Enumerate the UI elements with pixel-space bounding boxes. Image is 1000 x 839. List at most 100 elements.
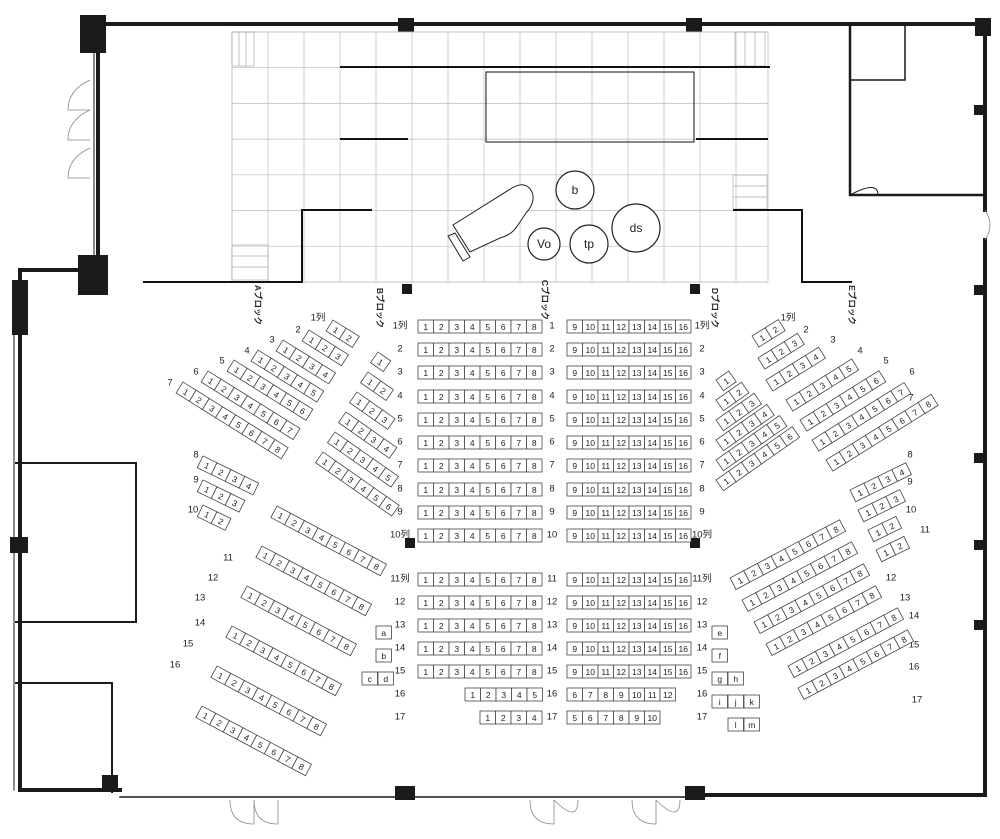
d-block-row2-seat-2[interactable]: 2: [728, 381, 750, 403]
c-right-row14-seat-11[interactable]: 11: [597, 641, 614, 656]
c-left-row14-seat-6[interactable]: 6: [495, 641, 512, 656]
c-left-row10-seat-2[interactable]: 2: [433, 528, 450, 543]
c-left-row7-seat-5[interactable]: 5: [479, 458, 496, 473]
c-right-row13-seat-14[interactable]: 14: [644, 618, 661, 633]
c-right-row11-seat-13[interactable]: 13: [628, 572, 645, 587]
c-left-row6-seat-6[interactable]: 6: [495, 435, 512, 450]
c-right-row17-seat-10[interactable]: 10: [644, 710, 661, 725]
c-left-row5-seat-1[interactable]: 1: [417, 412, 434, 427]
c-right-row2-seat-9[interactable]: 9: [566, 342, 583, 357]
e-block-row13-seat-2[interactable]: 2: [755, 584, 777, 605]
c-left-row7-seat-8[interactable]: 8: [526, 458, 543, 473]
e-block-row17-seat-8[interactable]: 8: [893, 629, 915, 650]
c-right-row5-seat-15[interactable]: 15: [659, 412, 676, 427]
c-right-row17-seat-6[interactable]: 6: [582, 710, 599, 725]
extra-seat-f[interactable]: f: [711, 648, 728, 663]
c-right-row4-seat-16[interactable]: 16: [675, 389, 692, 404]
c-left-row10-seat-1[interactable]: 1: [417, 528, 434, 543]
c-right-row11-seat-11[interactable]: 11: [597, 572, 614, 587]
e-block-row12-seat-8[interactable]: 8: [825, 519, 847, 540]
c-left-row4-seat-6[interactable]: 6: [495, 389, 512, 404]
c-left-row6-seat-3[interactable]: 3: [448, 435, 465, 450]
c-right-row7-seat-10[interactable]: 10: [582, 458, 599, 473]
c-left-row12-seat-8[interactable]: 8: [526, 595, 543, 610]
c-right-row13-seat-16[interactable]: 16: [675, 618, 692, 633]
c-left-row2-seat-6[interactable]: 6: [495, 342, 512, 357]
c-right-row6-seat-11[interactable]: 11: [597, 435, 614, 450]
c-left-row5-seat-3[interactable]: 3: [448, 412, 465, 427]
c-left-row12-seat-1[interactable]: 1: [417, 595, 434, 610]
c-right-row2-seat-15[interactable]: 15: [659, 342, 676, 357]
b-block-row1-seat-1[interactable]: 1: [369, 351, 392, 373]
c-left-row8-seat-7[interactable]: 7: [510, 482, 527, 497]
extra-seat-i[interactable]: i: [711, 694, 728, 709]
c-left-row5-seat-6[interactable]: 6: [495, 412, 512, 427]
c-right-row4-seat-9[interactable]: 9: [566, 389, 583, 404]
c-left-row14-seat-8[interactable]: 8: [526, 641, 543, 656]
c-left-row11-seat-8[interactable]: 8: [526, 572, 543, 587]
e-block-row4-seat-5[interactable]: 5: [838, 358, 860, 379]
c-left-row15-seat-4[interactable]: 4: [464, 664, 481, 679]
c-left-row7-seat-2[interactable]: 2: [433, 458, 450, 473]
b-block-row5-seat-5[interactable]: 5: [377, 467, 400, 488]
c-right-row6-seat-16[interactable]: 16: [675, 435, 692, 450]
c-right-row3-seat-10[interactable]: 10: [582, 365, 599, 380]
c-left-row15-seat-1[interactable]: 1: [417, 664, 434, 679]
c-left-row14-seat-2[interactable]: 2: [433, 641, 450, 656]
a-block-row11-seat-8[interactable]: 8: [366, 556, 388, 577]
e-block-row11-seat-1[interactable]: 1: [875, 542, 897, 563]
c-left-row15-seat-2[interactable]: 2: [433, 664, 450, 679]
c-right-row5-seat-12[interactable]: 12: [613, 412, 630, 427]
b-block-row6-seat-6[interactable]: 6: [378, 495, 400, 517]
b-block-row4-seat-4[interactable]: 4: [376, 438, 398, 459]
c-left-row16-seat-2[interactable]: 2: [480, 687, 497, 702]
c-right-row14-seat-14[interactable]: 14: [644, 641, 661, 656]
c-left-row2-seat-4[interactable]: 4: [464, 342, 481, 357]
c-right-row10-seat-10[interactable]: 10: [582, 528, 599, 543]
c-right-row6-seat-13[interactable]: 13: [628, 435, 645, 450]
c-left-row8-seat-5[interactable]: 5: [479, 482, 496, 497]
a-block-row13-seat-3[interactable]: 3: [267, 600, 289, 620]
a-block-row16-seat-7[interactable]: 7: [277, 749, 299, 769]
c-left-row10-seat-6[interactable]: 6: [495, 528, 512, 543]
c-left-row9-seat-3[interactable]: 3: [448, 505, 465, 520]
e-block-row3-seat-4[interactable]: 4: [804, 346, 827, 367]
c-left-row4-seat-2[interactable]: 2: [433, 389, 450, 404]
c-right-row7-seat-16[interactable]: 16: [675, 458, 692, 473]
c-left-row17-seat-3[interactable]: 3: [510, 710, 527, 725]
c-left-row11-seat-5[interactable]: 5: [479, 572, 496, 587]
c-left-row2-seat-1[interactable]: 1: [417, 342, 434, 357]
c-left-row13-seat-7[interactable]: 7: [510, 618, 527, 633]
c-right-row8-seat-16[interactable]: 16: [675, 482, 692, 497]
c-left-row10-seat-3[interactable]: 3: [448, 528, 465, 543]
c-right-row17-seat-5[interactable]: 5: [566, 710, 583, 725]
c-left-row5-seat-8[interactable]: 8: [526, 412, 543, 427]
c-right-row12-seat-15[interactable]: 15: [659, 595, 676, 610]
c-right-row1-seat-10[interactable]: 10: [582, 319, 599, 334]
c-left-row6-seat-5[interactable]: 5: [479, 435, 496, 450]
c-right-row5-seat-9[interactable]: 9: [566, 412, 583, 427]
e-block-row17-seat-2[interactable]: 2: [811, 672, 833, 693]
c-right-row13-seat-15[interactable]: 15: [659, 618, 676, 633]
e-block-row16-seat-8[interactable]: 8: [883, 607, 905, 628]
extra-seat-h[interactable]: h: [727, 671, 744, 686]
c-right-row9-seat-16[interactable]: 16: [675, 505, 692, 520]
c-right-row15-seat-16[interactable]: 16: [675, 664, 692, 679]
c-left-row3-seat-3[interactable]: 3: [448, 365, 465, 380]
e-block-row14-seat-8[interactable]: 8: [849, 563, 871, 584]
c-left-row12-seat-2[interactable]: 2: [433, 595, 450, 610]
a-block-row13-seat-8[interactable]: 8: [336, 636, 358, 657]
c-right-row7-seat-9[interactable]: 9: [566, 458, 583, 473]
c-right-row2-seat-10[interactable]: 10: [582, 342, 599, 357]
c-left-row3-seat-2[interactable]: 2: [433, 365, 450, 380]
c-right-row16-seat-12[interactable]: 12: [659, 687, 676, 702]
a-block-row15-seat-6[interactable]: 6: [278, 701, 300, 722]
e-block-row15-seat-4[interactable]: 4: [806, 614, 828, 635]
a-block-row15-seat-8[interactable]: 8: [306, 716, 328, 737]
c-right-row1-seat-14[interactable]: 14: [644, 319, 661, 334]
c-right-row16-seat-11[interactable]: 11: [644, 687, 661, 702]
c-left-row8-seat-1[interactable]: 1: [417, 482, 434, 497]
c-right-row17-seat-8[interactable]: 8: [613, 710, 630, 725]
c-left-row12-seat-4[interactable]: 4: [464, 595, 481, 610]
c-right-row1-seat-11[interactable]: 11: [597, 319, 614, 334]
